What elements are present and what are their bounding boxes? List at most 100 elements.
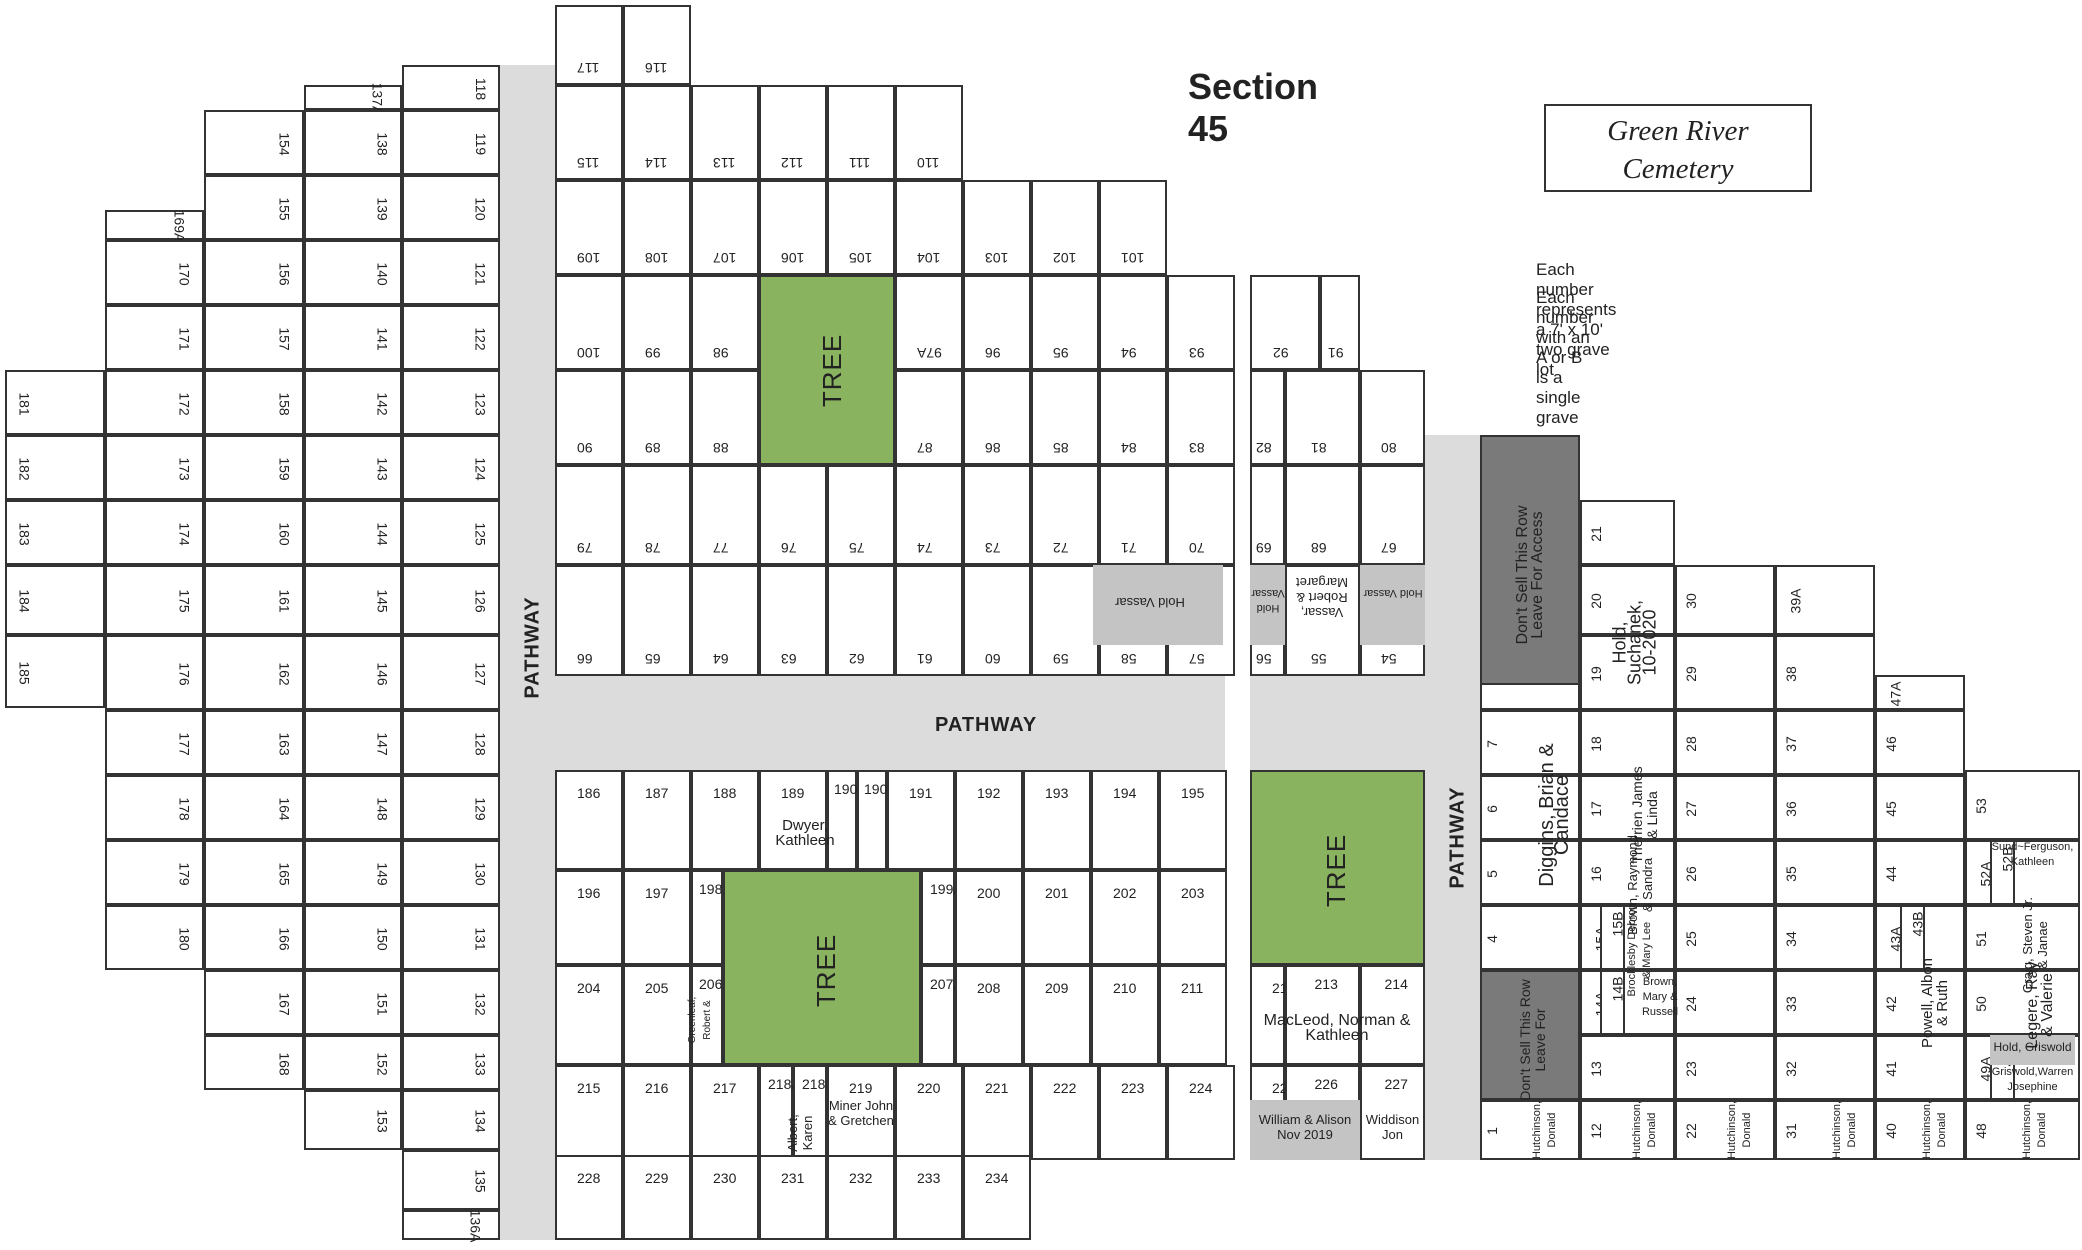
grave-lot[interactable]: 138	[304, 110, 402, 175]
grave-lot[interactable]: 114	[623, 85, 691, 180]
grave-lot[interactable]: 81	[1285, 370, 1360, 465]
grave-lot[interactable]: 115	[555, 85, 623, 180]
grave-lot[interactable]: 229	[623, 1155, 691, 1240]
grave-lot[interactable]: 5	[1480, 840, 1580, 905]
grave-lot[interactable]: 160	[204, 500, 304, 565]
grave-lot[interactable]: 202	[1091, 870, 1159, 965]
grave-lot[interactable]: 220	[895, 1065, 963, 1160]
grave-lot[interactable]: 183	[5, 500, 105, 565]
grave-lot[interactable]: 67	[1360, 465, 1425, 565]
grave-lot[interactable]: 85	[1031, 370, 1099, 465]
grave-lot[interactable]: 100	[555, 275, 623, 370]
grave-lot[interactable]: 42	[1875, 970, 1965, 1035]
grave-lot[interactable]: 89	[623, 370, 691, 465]
grave-lot[interactable]: 180	[105, 905, 204, 970]
grave-lot[interactable]: 124	[402, 435, 500, 500]
grave-lot[interactable]: 55	[1285, 565, 1360, 676]
grave-lot[interactable]: 181	[5, 370, 105, 435]
grave-lot[interactable]: 75	[827, 465, 895, 565]
grave-lot[interactable]: 163	[204, 710, 304, 775]
grave-lot[interactable]: 97A	[895, 275, 963, 370]
grave-lot[interactable]: 19	[1580, 635, 1675, 710]
grave-lot[interactable]: 27	[1675, 775, 1775, 840]
grave-lot[interactable]: 191	[887, 770, 955, 870]
grave-lot[interactable]: 101	[1099, 180, 1167, 275]
grave-lot[interactable]: 82	[1250, 370, 1285, 465]
grave-lot[interactable]: 156	[204, 240, 304, 305]
grave-lot[interactable]: 133	[402, 1035, 500, 1090]
grave-lot[interactable]: 41	[1875, 1035, 1965, 1100]
grave-lot[interactable]: 231	[759, 1155, 827, 1240]
grave-lot[interactable]: 192	[955, 770, 1023, 870]
grave-lot[interactable]: 14B	[1600, 970, 1625, 1035]
grave-lot[interactable]: 38	[1775, 635, 1875, 710]
grave-lot[interactable]: 95	[1031, 275, 1099, 370]
grave-lot[interactable]: 196	[555, 870, 623, 965]
grave-lot[interactable]: 193	[1023, 770, 1091, 870]
grave-lot[interactable]: 222	[1031, 1065, 1099, 1160]
grave-lot[interactable]: 118	[402, 65, 500, 110]
grave-lot[interactable]: 35	[1775, 840, 1875, 905]
grave-lot[interactable]: 190B	[857, 770, 897, 870]
grave-lot[interactable]: 63	[759, 565, 827, 676]
grave-lot[interactable]: 218B	[793, 1065, 835, 1160]
grave-lot[interactable]: 215	[555, 1065, 623, 1160]
grave-lot[interactable]: 167	[204, 970, 304, 1035]
grave-lot[interactable]: 132	[402, 970, 500, 1035]
grave-lot[interactable]: 44	[1875, 840, 1965, 905]
grave-lot[interactable]: 161	[204, 565, 304, 635]
grave-lot[interactable]: 106	[759, 180, 827, 275]
grave-lot[interactable]: 96	[963, 275, 1031, 370]
grave-lot[interactable]: 198A	[691, 870, 732, 965]
grave-lot[interactable]: 207A	[921, 965, 963, 1065]
grave-lot[interactable]: 123	[402, 370, 500, 435]
grave-lot[interactable]: 149	[304, 840, 402, 905]
grave-lot[interactable]: 141	[304, 305, 402, 370]
grave-lot[interactable]: 142	[304, 370, 402, 435]
grave-lot[interactable]: 152	[304, 1035, 402, 1090]
grave-lot[interactable]: 92	[1250, 275, 1320, 370]
grave-lot[interactable]: 201	[1023, 870, 1091, 965]
grave-lot[interactable]: 39A	[1775, 565, 1875, 635]
grave-lot[interactable]: 18	[1580, 710, 1675, 775]
grave-lot[interactable]: 71	[1099, 465, 1167, 565]
grave-lot[interactable]: 68	[1285, 465, 1360, 565]
grave-lot[interactable]: 12	[1580, 1100, 1675, 1160]
grave-lot[interactable]: 227	[1360, 1065, 1425, 1160]
grave-lot[interactable]: 59	[1031, 565, 1099, 676]
grave-lot[interactable]: 136A	[402, 1210, 500, 1242]
grave-lot[interactable]: 34	[1775, 905, 1875, 970]
grave-lot[interactable]: 22	[1675, 1100, 1775, 1160]
grave-lot[interactable]: 210	[1091, 965, 1159, 1065]
grave-lot[interactable]: 199A	[921, 870, 963, 965]
grave-lot[interactable]: 154	[204, 110, 304, 175]
grave-lot[interactable]: 45	[1875, 775, 1965, 840]
grave-lot[interactable]: 134	[402, 1090, 500, 1150]
grave-lot[interactable]: 69	[1250, 465, 1285, 565]
grave-lot[interactable]: 32	[1775, 1035, 1875, 1100]
grave-lot[interactable]: 162	[204, 635, 304, 710]
grave-lot[interactable]: 17	[1580, 775, 1675, 840]
grave-lot[interactable]: 117	[555, 5, 623, 85]
grave-lot[interactable]: 98	[691, 275, 759, 370]
grave-lot[interactable]: 137A	[304, 82, 402, 115]
grave-lot[interactable]: 104	[895, 180, 963, 275]
grave-lot[interactable]: 155	[204, 175, 304, 240]
grave-lot[interactable]: 205	[623, 965, 691, 1065]
grave-lot[interactable]: 112	[759, 85, 827, 180]
grave-lot[interactable]: 144	[304, 500, 402, 565]
grave-lot[interactable]: 61	[895, 565, 963, 676]
grave-lot[interactable]: 107	[691, 180, 759, 275]
grave-lot[interactable]: 52A	[1965, 840, 2080, 905]
grave-lot[interactable]: 212	[1250, 965, 1295, 1065]
grave-lot[interactable]: 184	[5, 565, 105, 635]
grave-lot[interactable]: 147	[304, 710, 402, 775]
grave-lot[interactable]: 16	[1580, 840, 1675, 905]
grave-lot[interactable]: 165	[204, 840, 304, 905]
grave-lot[interactable]: 51	[1965, 905, 2080, 970]
grave-lot[interactable]: 14A	[1580, 970, 1675, 1035]
grave-lot[interactable]: 204	[555, 965, 623, 1065]
grave-lot[interactable]: 31	[1775, 1100, 1875, 1160]
grave-lot[interactable]: 217	[691, 1065, 759, 1160]
grave-lot[interactable]: 139	[304, 175, 402, 240]
